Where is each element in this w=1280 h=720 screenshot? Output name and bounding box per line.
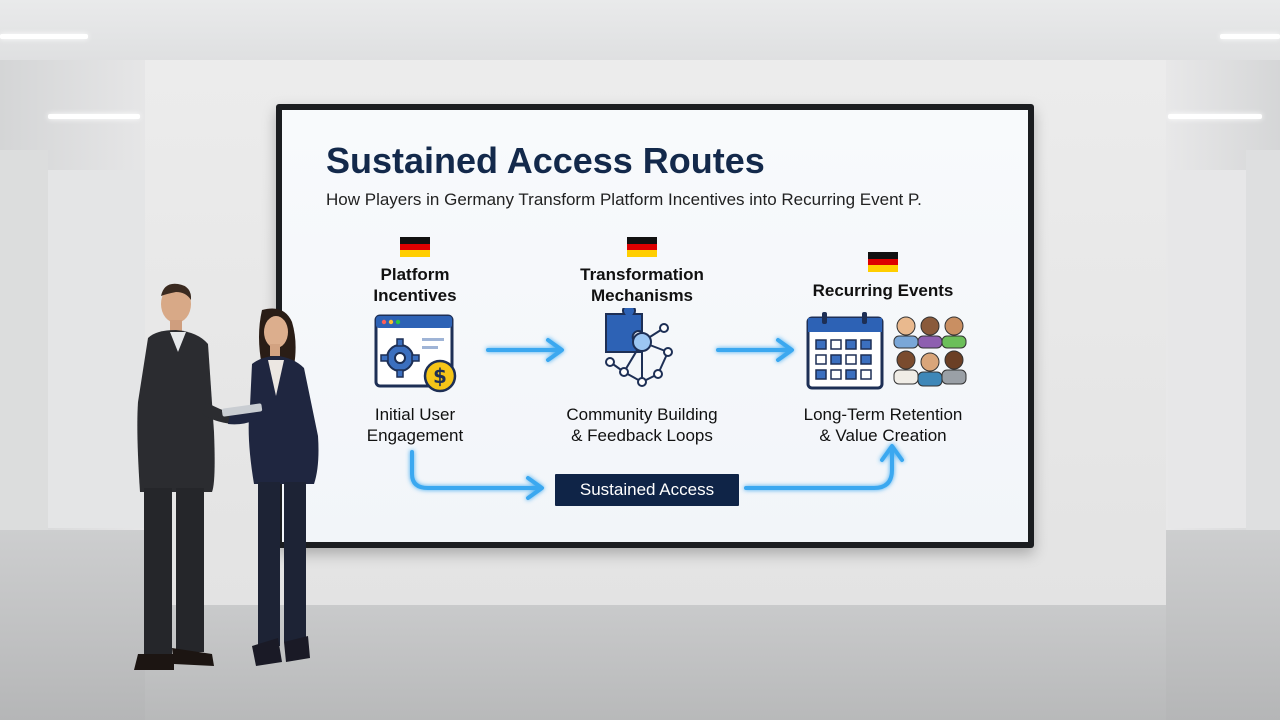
ceiling-light — [1220, 34, 1280, 39]
stage-2-label: Transformation Mechanisms — [580, 265, 704, 305]
stage-2-description: Community Building & Feedback Loops — [566, 405, 718, 445]
right-wall-panel — [1246, 150, 1280, 535]
slide-title: Sustained Access Routes — [326, 140, 765, 181]
right-wall-recess — [1168, 170, 1246, 528]
calendar-people-icon — [806, 310, 976, 397]
ceiling-light — [1168, 114, 1262, 119]
glow-arrow-icon — [410, 338, 904, 500]
german-flag-icon — [400, 237, 430, 257]
floor-front — [145, 605, 1166, 720]
german-flag-icon — [868, 252, 898, 272]
stage-1-description: Initial User Engagement — [366, 405, 464, 445]
dashboard-gear-coin-icon: $ — [374, 314, 464, 401]
ceiling-light — [0, 34, 88, 39]
left-wall-recess — [48, 170, 145, 528]
slide-subtitle: How Players in Germany Transform Platfor… — [326, 190, 922, 209]
businessman-figure — [134, 283, 234, 670]
sustained-access-box: Sustained Access — [555, 474, 739, 506]
stage-1-label: Platform Incentives — [373, 265, 457, 305]
ceiling — [0, 0, 1280, 60]
german-flag-icon — [627, 237, 657, 257]
stage-3-label: Recurring Events — [812, 281, 954, 300]
display-screen: Sustained Access Routes How Players in G… — [276, 104, 1034, 548]
stage-3-description: Long-Term Retention & Value Creation — [803, 405, 963, 445]
left-wall-panel — [0, 150, 48, 535]
businesswoman-figure — [222, 308, 319, 666]
svg-text:$: $ — [433, 364, 447, 388]
slide: Sustained Access Routes How Players in G… — [282, 110, 1028, 542]
ceiling-light — [48, 114, 140, 119]
